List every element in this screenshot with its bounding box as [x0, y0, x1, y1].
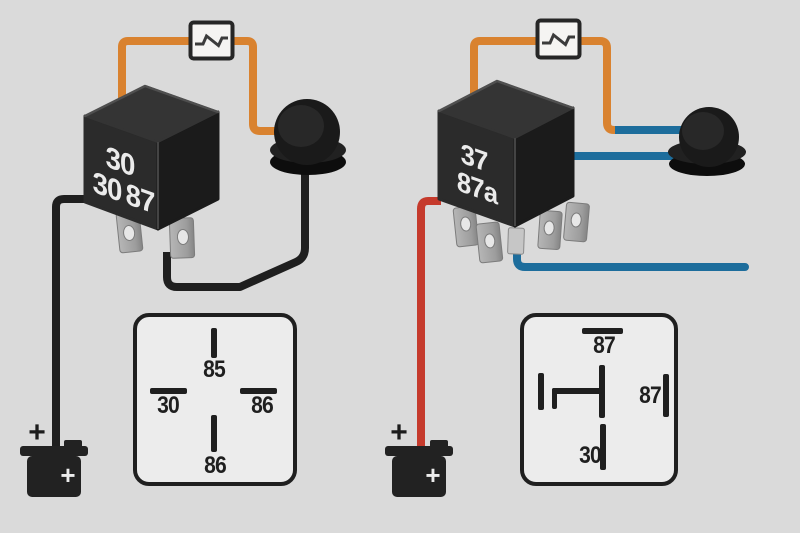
right-battery-body-plus-sign: +: [425, 460, 441, 490]
left-relay-pinout-diagram: 85 30 86 86: [133, 313, 297, 486]
horn-dome-highlight: [682, 112, 724, 150]
relay-pin-tab-center: [507, 227, 525, 255]
pin-slot-top: [211, 328, 217, 358]
pinout-label-bottom: 86: [204, 452, 227, 479]
pinout-label-top: 87: [593, 332, 616, 359]
pinout-label-top: 85: [203, 356, 226, 383]
relay-pin-label: 87: [125, 177, 155, 221]
pin-slot-right: [663, 374, 669, 417]
right-output-wire-blue: [513, 240, 749, 271]
battery-lid: [385, 446, 453, 456]
relay-pin-tab: [537, 209, 563, 251]
pinout-label-left: 30: [157, 392, 180, 419]
relay-pin-label: 87a: [456, 165, 498, 211]
pin-slot-right: [240, 388, 277, 394]
fuse-element: [542, 32, 575, 47]
horn-dome-highlight: [278, 105, 324, 147]
relay-top-highlight: [437, 79, 575, 113]
battery-body: [392, 456, 446, 497]
left-battery-icon: [20, 440, 88, 497]
left-horn-button-icon: [270, 99, 346, 175]
relay-pin-label: 30: [92, 165, 122, 209]
right-battery-icon: [385, 440, 453, 497]
wires-layer: [52, 37, 749, 452]
pin-slot-bottom: [600, 424, 606, 470]
left-relay-icon: [83, 84, 220, 259]
right-horn-button-icon: [668, 107, 746, 176]
pin-slot-bottom: [211, 415, 217, 452]
pin-slot-left: [538, 373, 544, 410]
relay-pin-tab: [563, 201, 590, 243]
battery-lid: [20, 446, 88, 456]
left-battery-wire-black: [52, 195, 94, 452]
right-fuse-icon: [535, 18, 582, 60]
pin-slot-left: [150, 388, 187, 394]
pin-slot-top: [582, 328, 623, 334]
relay-top-highlight: [83, 84, 220, 118]
fuse-element: [195, 33, 228, 48]
left-fuse-icon: [188, 20, 235, 61]
pin-slot-center-branch: [552, 388, 602, 394]
relay-pin-tab: [475, 221, 504, 264]
pinout-label-bottom: 30: [579, 442, 602, 469]
left-fuse-wire-orange: [118, 37, 280, 135]
right-fuse-wire-orange: [470, 37, 620, 134]
right-battery-wire-red: [417, 197, 441, 452]
right-relay-pinout-diagram: 87 87 30: [520, 313, 678, 486]
pinout-label-right: 87: [639, 382, 662, 409]
battery-body: [27, 456, 81, 497]
right-battery-terminal-plus-sign: +: [390, 416, 408, 449]
pin-slot-center-tick: [552, 388, 557, 409]
left-horn-wire-black: [163, 174, 309, 291]
left-battery-body-plus-sign: +: [60, 460, 76, 490]
pin-slot-center-vertical: [599, 365, 605, 418]
pinout-label-right: 86: [251, 392, 274, 419]
left-battery-terminal-plus-sign: +: [28, 416, 46, 449]
right-relay-icon: [437, 79, 590, 264]
relay-pin-tab: [168, 217, 196, 259]
